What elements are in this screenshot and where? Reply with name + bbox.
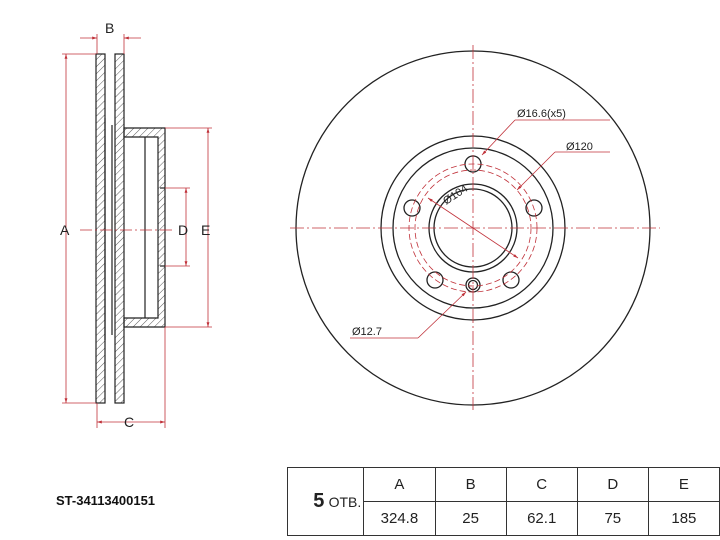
spec-header-row: 5 ОТВ. A B C D E <box>286 467 720 536</box>
callout-center-bore: Ø104 <box>441 183 470 208</box>
bolt-hole <box>502 271 520 289</box>
value-b: 25 <box>434 501 507 536</box>
front-view-dimensions <box>290 45 660 410</box>
value-e: 185 <box>647 501 720 536</box>
bolt-hole <box>525 199 543 217</box>
dim-label-a: A <box>60 222 70 238</box>
header-a: A <box>363 467 436 502</box>
value-d: 75 <box>576 501 649 536</box>
holes-label: ОТВ. <box>328 494 362 510</box>
value-a: 324.8 <box>363 501 436 536</box>
inner-friction-plate <box>114 53 125 404</box>
holes-count: 5 <box>313 490 325 512</box>
header-c: C <box>505 467 578 502</box>
bolt-hole <box>426 271 444 289</box>
bolt-hole <box>403 199 421 217</box>
side-view <box>95 53 166 404</box>
callout-small-hole: Ø12.7 <box>352 326 382 338</box>
callout-bolt-hole: Ø16.6(x5) <box>517 108 566 120</box>
dim-label-c: C <box>124 414 134 430</box>
spec-table: 5 ОТВ. A B C D E 324.8 25 62.1 75 185 <box>286 467 720 536</box>
header-d: D <box>576 467 649 502</box>
dim-label-d: D <box>178 222 188 238</box>
bolt-holes <box>403 155 543 289</box>
hat-section <box>123 127 166 328</box>
dim-label-b: B <box>105 20 114 36</box>
header-e: E <box>647 467 720 502</box>
outer-friction-plate <box>95 53 106 404</box>
holes-count-cell: 5 ОТВ. <box>286 467 365 536</box>
spec-value-row: 324.8 25 62.1 75 185 <box>288 501 720 536</box>
header-b: B <box>434 467 507 502</box>
dim-label-e: E <box>201 222 210 238</box>
value-c: 62.1 <box>505 501 578 536</box>
part-number: ST-34113400151 <box>56 493 156 508</box>
side-view-dimensions <box>62 34 212 428</box>
callout-pcd: Ø120 <box>566 141 593 153</box>
